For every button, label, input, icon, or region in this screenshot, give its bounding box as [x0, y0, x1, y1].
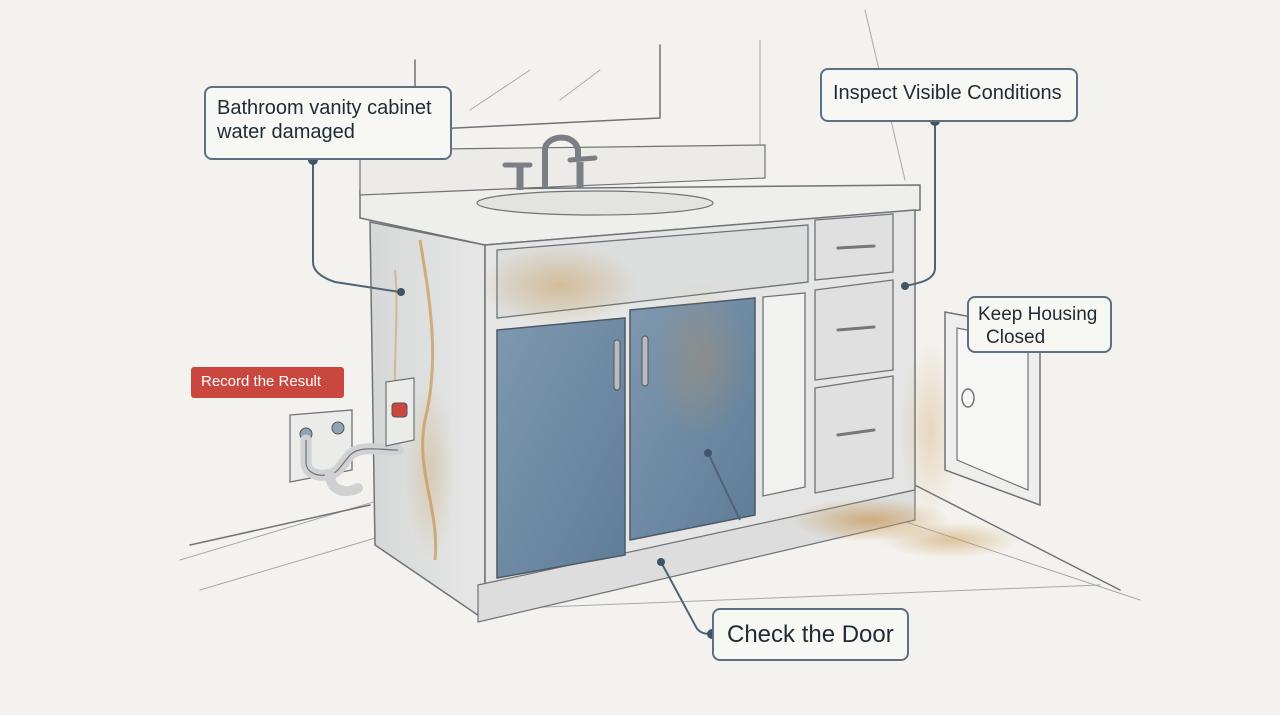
callout-keep-housing-closed: Keep Housing Closed [967, 296, 1112, 353]
drawers [814, 213, 894, 494]
anchor-dot-door-panel [704, 449, 712, 457]
callout-inspect-visible-conditions: Inspect Visible Conditions [820, 68, 1078, 122]
cabinet-doors [496, 280, 756, 579]
callout-inspect-label: Inspect Visible Conditions [833, 82, 1062, 104]
callout-vanity-damage: Bathroom vanity cabinet water damaged [204, 86, 452, 160]
open-shelf [762, 292, 806, 497]
record-result-tag: Record the Result [191, 367, 344, 398]
anchor-dot-inspect-target [901, 282, 909, 290]
access-panel [944, 311, 1041, 507]
leader-line-vanity [312, 160, 401, 293]
leader-line-inspect [904, 121, 936, 287]
faucet [502, 134, 598, 190]
countertop [359, 144, 921, 246]
anchor-dot-vanity-target [397, 288, 405, 296]
callout-door-label: Check the Door [727, 621, 894, 648]
callout-housing-line2: Closed [986, 327, 1046, 349]
callout-check-the-door: Check the Door [712, 608, 909, 661]
anchor-dot-base-target [657, 558, 665, 566]
record-result-label: Record the Result [201, 373, 322, 390]
leader-line-door-panel [707, 452, 741, 521]
plumbing [289, 377, 415, 497]
water-stains [405, 340, 1020, 560]
leader-lines [308, 116, 940, 639]
callout-vanity-damage-line1: Bathroom vanity cabinet [217, 97, 432, 119]
callout-vanity-damage-line2: water damaged [217, 121, 355, 144]
callout-housing-line1: Keep Housing [978, 304, 1098, 325]
